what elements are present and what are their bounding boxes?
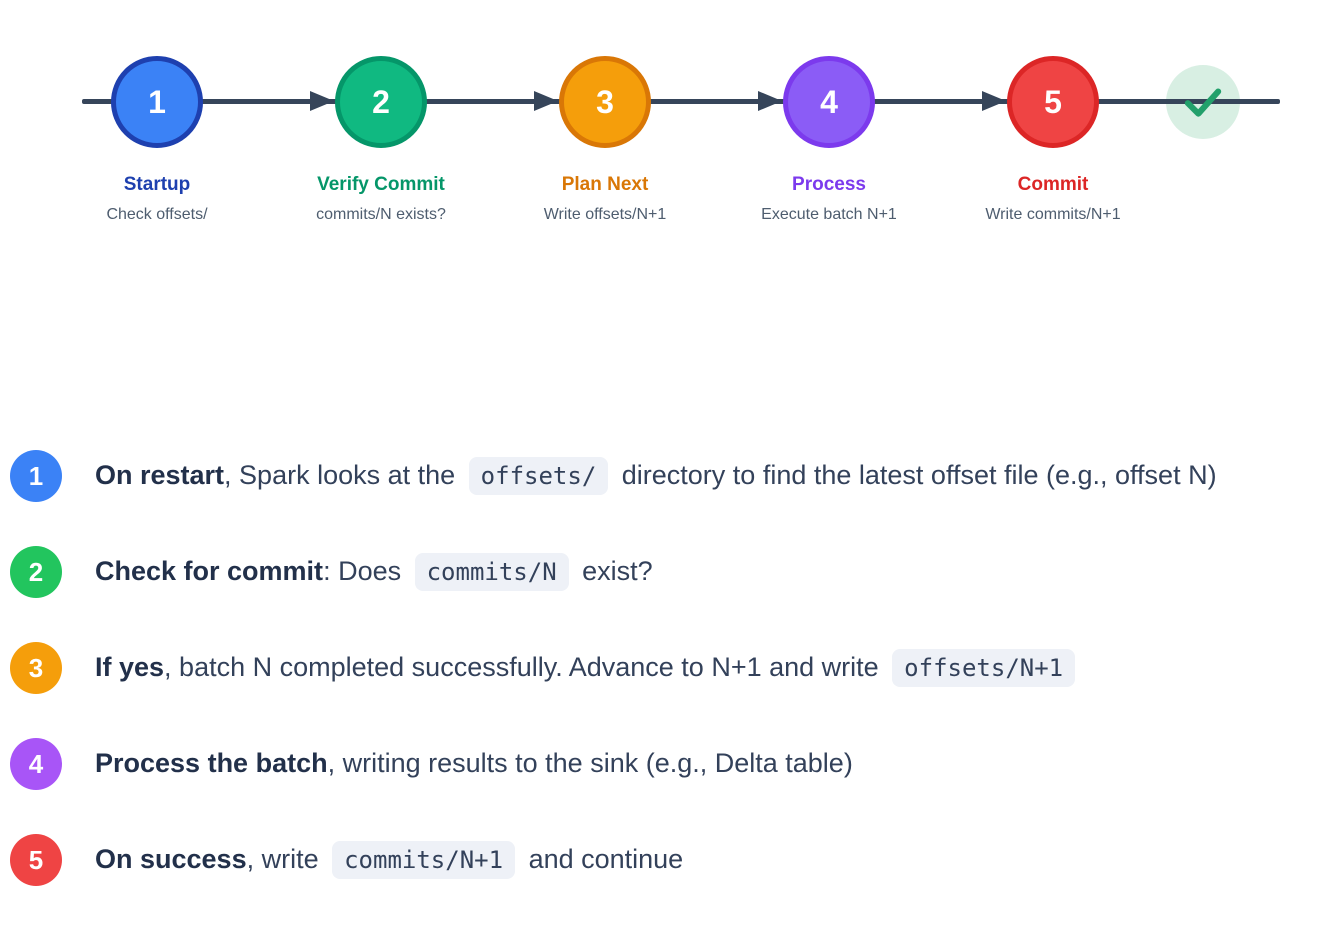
- flow-step-subtitle: Write offsets/N+1: [543, 206, 667, 223]
- note-item-1: 1 On restart, Spark looks at the offsets/…: [10, 450, 1334, 502]
- flow-step-subtitle: Check offsets/: [106, 206, 208, 223]
- note-item-3: 3 If yes, batch N completed successfully.…: [10, 642, 1334, 694]
- success-check-icon: [1184, 88, 1222, 117]
- note-number-badge: 1: [10, 450, 62, 502]
- note-text: On success, write commits/N+1 and contin…: [95, 834, 683, 885]
- note-item-2: 2 Check for commit: Does commits/N exist?: [10, 546, 1334, 598]
- note-text: Process the batch, writing results to th…: [95, 748, 853, 778]
- arrow-right-icon: [310, 91, 334, 111]
- flow-step-circle-1: 1: [111, 56, 203, 148]
- flow-step-circle-4: 4: [783, 56, 875, 148]
- note-text: If yes, batch N completed successfully. …: [95, 642, 1081, 693]
- flow-step-circle-2: 2: [335, 56, 427, 148]
- flow-step-title: Commit: [1017, 174, 1089, 195]
- note-item-4: 4 Process the batch, writing results to t…: [10, 738, 1334, 790]
- flow-step-title: Process: [792, 174, 866, 195]
- flow-step-subtitle: Write commits/N+1: [985, 206, 1121, 223]
- code-chip: offsets/: [468, 457, 609, 495]
- step-notes-list: 1 On restart, Spark looks at the offsets/…: [0, 450, 1338, 886]
- flow-step-title: Plan Next: [561, 174, 649, 195]
- note-text: On restart, Spark looks at the offsets/ …: [95, 450, 1217, 501]
- note-text: Check for commit: Does commits/N exist?: [95, 546, 653, 597]
- flow-step-subtitle: Execute batch N+1: [761, 206, 897, 223]
- note-number-badge: 5: [10, 834, 62, 886]
- flow-step-title: Startup: [123, 174, 191, 195]
- arrow-right-icon: [982, 91, 1006, 111]
- code-chip: offsets/N+1: [892, 649, 1076, 687]
- flow-step-subtitle: commits/N exists?: [316, 206, 446, 223]
- note-number-badge: 4: [10, 738, 62, 790]
- flow-step-circle-3: 3: [559, 56, 651, 148]
- code-chip: commits/N+1: [332, 841, 516, 879]
- arrow-right-icon: [758, 91, 782, 111]
- flow-connector-line: [82, 99, 1280, 104]
- code-chip: commits/N: [414, 553, 569, 591]
- note-number-badge: 3: [10, 642, 62, 694]
- note-item-5: 5 On success, write commits/N+1 and conti…: [10, 834, 1334, 886]
- flow-step-title: Verify Commit: [317, 174, 445, 195]
- note-number-badge: 2: [10, 546, 62, 598]
- arrow-right-icon: [534, 91, 558, 111]
- flow-step-circle-5: 5: [1007, 56, 1099, 148]
